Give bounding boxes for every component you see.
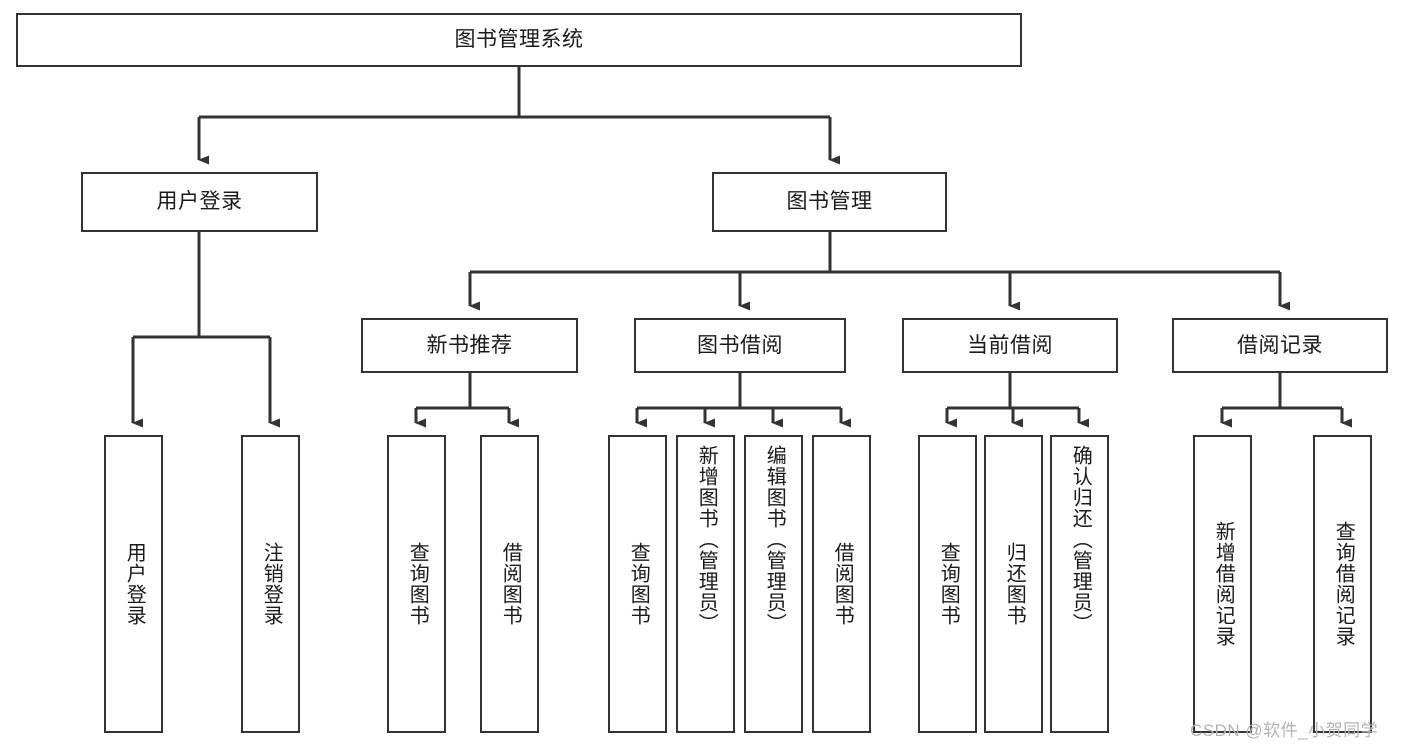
node-leaf-user-login-label: 用户登录 <box>123 542 146 626</box>
node-leaf-confirm-return[interactable]: 确认归还（管理员） <box>1050 435 1109 733</box>
node-leaf-return-book-label: 归还图书 <box>1003 542 1026 626</box>
node-user-login[interactable]: 用户登录 <box>81 172 318 232</box>
node-leaf-add-book-label: 新增图书（管理员） <box>695 445 718 634</box>
node-leaf-borrow-book-recommend[interactable]: 借阅图书 <box>480 435 539 733</box>
connector-bookborrow-to-leaves <box>635 373 851 428</box>
node-book-borrow[interactable]: 图书借阅 <box>634 318 846 373</box>
node-leaf-borrow-book-label: 借阅图书 <box>831 542 854 626</box>
node-leaf-edit-book[interactable]: 编辑图书（管理员） <box>744 435 803 733</box>
node-borrow-record[interactable]: 借阅记录 <box>1172 318 1388 373</box>
node-book-management-label: 图书管理 <box>786 190 873 214</box>
node-current-borrow[interactable]: 当前借阅 <box>902 318 1118 373</box>
node-book-management[interactable]: 图书管理 <box>712 172 947 232</box>
connector-root-to-level1 <box>197 67 840 165</box>
node-leaf-user-login[interactable]: 用户登录 <box>104 435 163 733</box>
node-leaf-query-book-recommend-label: 查询图书 <box>406 542 429 626</box>
node-leaf-query-borrow-record[interactable]: 查询借阅记录 <box>1313 435 1372 733</box>
node-new-book-recommend[interactable]: 新书推荐 <box>361 318 578 373</box>
node-root-label: 图书管理系统 <box>454 28 584 52</box>
node-borrow-record-label: 借阅记录 <box>1237 333 1323 357</box>
node-user-login-label: 用户登录 <box>156 190 243 214</box>
node-book-borrow-label: 图书借阅 <box>697 333 783 357</box>
node-leaf-query-borrow-record-label: 查询借阅记录 <box>1332 521 1355 647</box>
node-leaf-borrow-book-recommend-label: 借阅图书 <box>499 542 522 626</box>
node-leaf-query-book-recommend[interactable]: 查询图书 <box>387 435 446 733</box>
node-leaf-query-book-current[interactable]: 查询图书 <box>918 435 977 733</box>
node-leaf-borrow-book[interactable]: 借阅图书 <box>812 435 871 733</box>
node-leaf-add-borrow-record[interactable]: 新增借阅记录 <box>1193 435 1252 733</box>
node-current-borrow-label: 当前借阅 <box>967 333 1053 357</box>
connector-borrowrecord-to-leaves <box>1220 373 1352 428</box>
node-leaf-logout-login[interactable]: 注销登录 <box>241 435 300 733</box>
connector-bookmgmt-to-level2 <box>468 232 1290 311</box>
connector-userlogin-to-leaves <box>131 232 280 428</box>
node-leaf-logout-login-label: 注销登录 <box>260 542 283 626</box>
node-leaf-confirm-return-label: 确认归还（管理员） <box>1069 445 1092 634</box>
node-root[interactable]: 图书管理系统 <box>16 13 1022 67</box>
node-leaf-edit-book-label: 编辑图书（管理员） <box>763 445 786 634</box>
csdn-watermark: CSDN @软件_小贺同学 <box>1190 721 1379 740</box>
node-leaf-query-book-borrow[interactable]: 查询图书 <box>608 435 667 733</box>
node-new-book-recommend-label: 新书推荐 <box>426 333 513 357</box>
node-leaf-add-book[interactable]: 新增图书（管理员） <box>676 435 735 733</box>
node-leaf-query-book-borrow-label: 查询图书 <box>627 542 650 626</box>
node-leaf-query-book-current-label: 查询图书 <box>937 542 960 626</box>
node-leaf-add-borrow-record-label: 新增借阅记录 <box>1212 521 1235 647</box>
connector-recommend-to-leaves <box>414 373 519 428</box>
connector-currentborrow-to-leaves <box>945 373 1089 428</box>
node-leaf-return-book[interactable]: 归还图书 <box>984 435 1043 733</box>
